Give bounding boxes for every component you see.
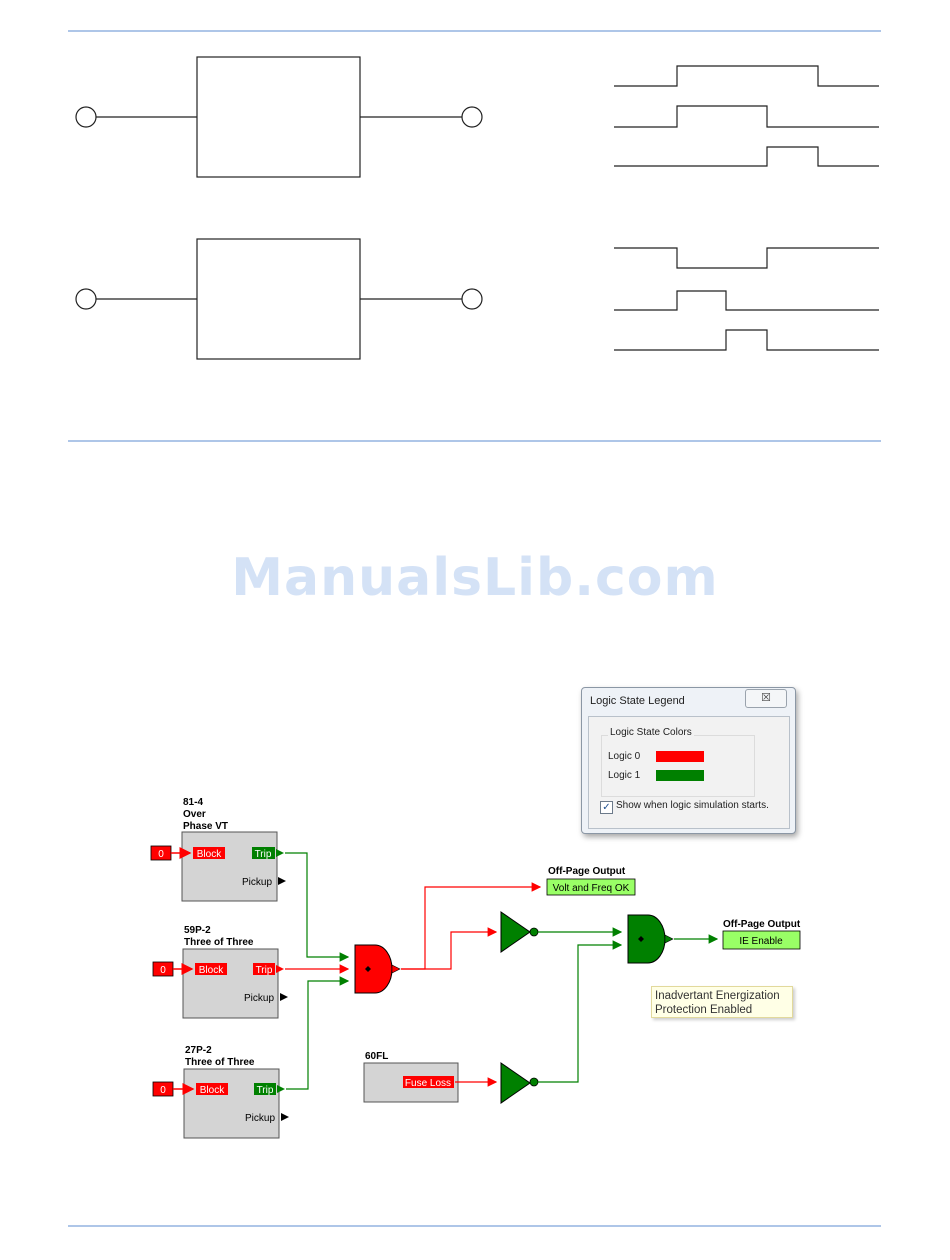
and-gate-2 <box>627 914 674 964</box>
block-27-title2: Three of Three <box>185 1057 255 1068</box>
note-line2: Protection Enabled <box>655 1004 753 1016</box>
wire-27-trip <box>286 976 350 1090</box>
block-81-block-port <box>193 847 225 859</box>
block-81-title1: 81-4 <box>183 797 203 808</box>
block-27-title1: 27P-2 <box>185 1045 212 1056</box>
block-59-body <box>182 948 279 1019</box>
waveform-5 <box>614 290 879 311</box>
top-rule <box>68 30 881 32</box>
show-on-start-label: Show when logic simulation starts. <box>616 800 769 811</box>
block-60-title: 60FL <box>365 1051 388 1062</box>
block-59-block-port <box>195 963 227 975</box>
block-27-pickup-label: Pickup <box>245 1113 275 1124</box>
block-27-block-label: Block <box>200 1085 225 1096</box>
waveform-1 <box>614 65 879 87</box>
block-81-4: 81-4 Over Phase VT 0 Block Trip Pickup <box>150 797 286 902</box>
waveform-2 <box>614 105 879 128</box>
legend-group-box <box>601 735 755 797</box>
block-81-block-label: Block <box>197 849 222 860</box>
note-line1: Inadvertant Energization <box>655 990 780 1002</box>
block-59-input-value: 0 <box>160 965 166 976</box>
legend-row-logic0-label: Logic 0 <box>608 751 641 762</box>
block-81-title2: Over <box>183 809 206 820</box>
block-27-block-port <box>196 1083 228 1095</box>
block-59-title1: 59P-2 <box>184 925 211 936</box>
watermark: ManualsLib.com <box>231 548 719 608</box>
logic-state-legend-dialog: Logic State Legend ☒ Logic State Colors … <box>581 687 796 834</box>
block-59-pickup-label: Pickup <box>244 993 274 1004</box>
wire-not2-and2 <box>538 940 623 1083</box>
block-81-trip-label: Trip <box>255 849 272 860</box>
block-60fl: 60FL Fuse Loss <box>363 1051 459 1103</box>
block-27-trip-port <box>254 1083 276 1095</box>
and-gate-1 <box>354 944 401 994</box>
block-59-block-label: Block <box>199 965 224 976</box>
waveform-4 <box>614 247 879 269</box>
waveform-6 <box>614 329 879 351</box>
offpage-volt-label: Volt and Freq OK <box>553 883 630 894</box>
block-60-output-label: Fuse Loss <box>405 1078 451 1089</box>
bottom-rule <box>68 1225 881 1227</box>
block-81-pickup-label: Pickup <box>242 877 272 888</box>
offpage-output-volt: Off-Page Output Volt and Freq OK <box>546 866 636 896</box>
offpage-ie-box <box>722 930 801 950</box>
block-81-body <box>181 831 278 902</box>
annotation-note: Inadvertant Energization Protection Enab… <box>651 986 793 1018</box>
offpage-volt-box <box>546 878 636 896</box>
middle-rule <box>68 440 881 442</box>
block-60-output-port <box>403 1076 454 1088</box>
legend-row-logic0-swatch <box>656 751 704 762</box>
block-59-trip-port <box>253 963 275 975</box>
legend-group-label: Logic State Colors <box>608 727 694 738</box>
offpage-ie-label: IE Enable <box>739 936 783 947</box>
waveform-3 <box>614 146 879 167</box>
block-59-title2: Three of Three <box>184 937 254 948</box>
offpage-output-ie: Off-Page Output IE Enable <box>722 919 801 950</box>
show-on-start-checkbox[interactable]: ✓ <box>600 801 613 814</box>
offpage-ie-title: Off-Page Output <box>723 919 801 930</box>
block-81-title3: Phase VT <box>183 821 228 832</box>
top-diagrams <box>75 56 879 360</box>
legend-row-logic1-label: Logic 1 <box>608 770 641 781</box>
block-81-trip-port <box>252 847 275 859</box>
output-terminal-2 <box>461 288 483 310</box>
wire-81-trip <box>285 852 350 962</box>
close-icon: ☒ <box>761 692 771 704</box>
legend-title: Logic State Legend <box>590 695 685 707</box>
close-button[interactable]: ☒ <box>745 689 787 708</box>
legend-row-logic1-swatch <box>656 770 704 781</box>
block-27-input-value: 0 <box>160 1085 166 1096</box>
block-27p-2: 27P-2 Three of Three 0 Block Trip Pickup <box>152 1045 289 1139</box>
wire-and1-not1 <box>401 927 498 970</box>
block-81-input-value: 0 <box>158 849 164 860</box>
block-59p-2: 59P-2 Three of Three 0 Block Trip Pickup <box>152 925 288 1019</box>
block-59-trip-label: Trip <box>256 965 273 976</box>
offpage-volt-title: Off-Page Output <box>548 866 626 877</box>
output-terminal-1 <box>461 106 483 128</box>
block-27-trip-label: Trip <box>257 1085 274 1096</box>
not-gate-1 <box>500 911 539 953</box>
not-gate-2 <box>500 1062 539 1104</box>
block-27-body <box>183 1068 280 1139</box>
